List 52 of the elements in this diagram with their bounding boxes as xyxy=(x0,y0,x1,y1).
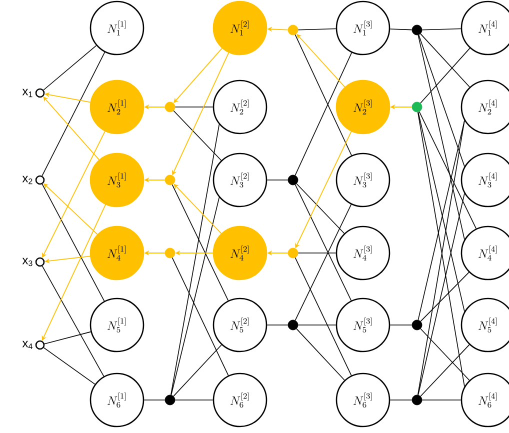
connection-line xyxy=(296,328,345,381)
junction-dot xyxy=(288,320,298,330)
connection-line xyxy=(174,106,214,108)
connection-line xyxy=(420,48,470,104)
junction-dot xyxy=(288,24,298,36)
junction-dot xyxy=(164,174,176,186)
connection-line xyxy=(173,110,222,161)
connection-line xyxy=(173,344,222,397)
node-label: x$_{4}$ xyxy=(22,340,32,350)
connection-line xyxy=(418,34,465,167)
connection-line xyxy=(294,257,352,376)
connection-line xyxy=(420,33,470,88)
node-label: x$_{1}$ xyxy=(22,88,32,98)
connection-line xyxy=(390,324,412,326)
connection-line xyxy=(418,193,465,396)
connection-line xyxy=(296,183,345,234)
connection-line xyxy=(172,257,229,376)
connection-line xyxy=(294,52,352,176)
junction-dot xyxy=(288,248,298,258)
connection-line xyxy=(42,52,106,176)
connection-line xyxy=(298,324,336,326)
connection-line xyxy=(420,272,470,322)
connection-line xyxy=(420,328,470,381)
connection-line xyxy=(418,34,465,240)
connection-line xyxy=(170,197,220,396)
connection-line xyxy=(294,34,352,156)
junction-dot xyxy=(288,174,298,186)
node-label: x$_{2}$ xyxy=(22,176,32,184)
junction-dot xyxy=(412,24,422,36)
connection-line xyxy=(43,347,96,385)
junction-dot xyxy=(412,394,422,406)
connection-line xyxy=(172,184,229,301)
connection-line xyxy=(42,266,104,377)
connection-line xyxy=(298,252,336,254)
connection-line xyxy=(43,45,97,90)
connection-line xyxy=(266,324,288,326)
node-label: x$_{3}$ xyxy=(22,258,32,266)
junction-dot xyxy=(164,102,176,112)
connection-line xyxy=(420,344,470,397)
connection-line xyxy=(390,28,412,30)
connection-line xyxy=(44,331,92,344)
connection-line xyxy=(294,184,352,301)
connection-line xyxy=(294,204,352,321)
junction-dot xyxy=(412,320,422,330)
junction-dot xyxy=(412,102,422,112)
connection-line xyxy=(422,28,462,30)
connection-line xyxy=(42,184,105,302)
junction-dot xyxy=(164,394,176,406)
connection-line xyxy=(418,111,477,229)
junction-dot xyxy=(164,248,176,258)
connection-line xyxy=(170,124,220,396)
connection-line xyxy=(298,28,336,30)
